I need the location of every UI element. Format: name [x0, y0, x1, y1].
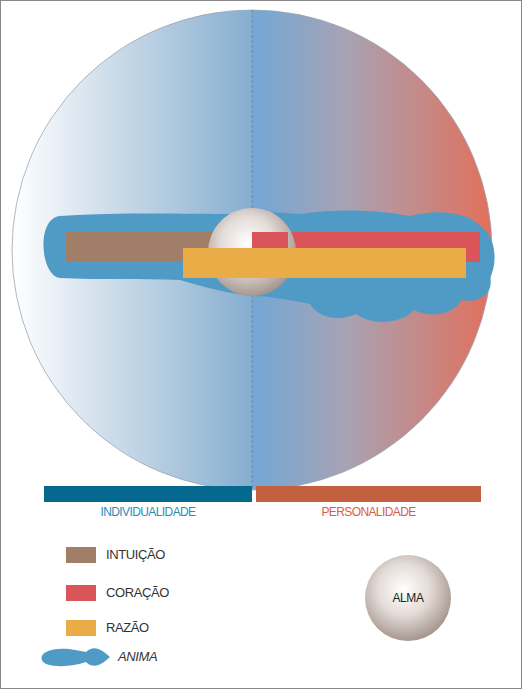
soul-node: ALMA — [364, 554, 452, 642]
coracao-bar — [252, 232, 288, 248]
legend-label: ANIMA — [118, 649, 157, 665]
band-bar — [44, 486, 252, 502]
legend-item: INTUIÇÃO — [66, 547, 165, 563]
razao-bar — [183, 248, 466, 278]
band-node: PERSONALIDADE — [256, 486, 481, 520]
legend-swatch — [66, 585, 96, 601]
legend-swatch — [66, 547, 96, 563]
legend-item: RAZÃO — [66, 620, 149, 636]
band-label: INDIVIDUALIDADE — [44, 502, 252, 520]
legend-label: CORAÇÃO — [106, 585, 169, 601]
legend-swatch — [66, 620, 96, 636]
legend-item: ANIMA — [118, 649, 157, 665]
band-bar — [256, 486, 481, 502]
legend-label: RAZÃO — [106, 620, 149, 636]
legend-item: CORAÇÃO — [66, 585, 169, 601]
anima-icon — [42, 648, 111, 666]
main-circle — [12, 10, 492, 490]
legend-label: INTUIÇÃO — [106, 547, 165, 563]
band-label: PERSONALIDADE — [256, 502, 481, 520]
band-node: INDIVIDUALIDADE — [44, 486, 252, 520]
soul-label: ALMA — [392, 591, 423, 605]
